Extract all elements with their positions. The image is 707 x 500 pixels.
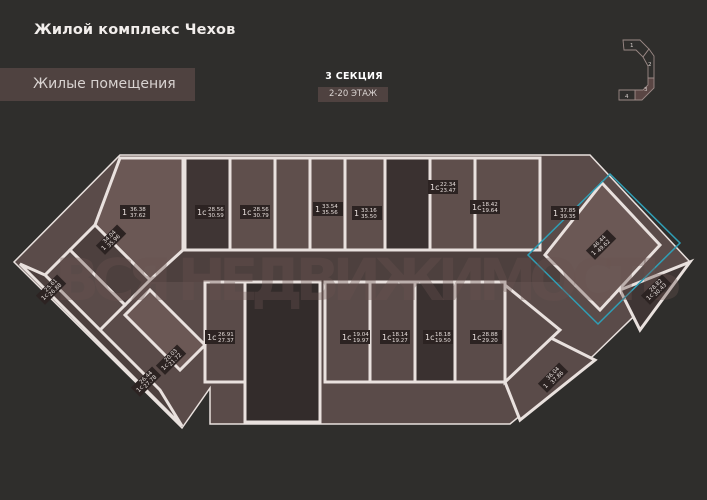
svg-text:1: 1 — [354, 209, 359, 218]
category-tab-residential[interactable]: Жилые помещения — [0, 68, 195, 101]
svg-text:30.59: 30.59 — [208, 213, 224, 219]
svg-text:1c: 1c — [160, 362, 170, 372]
svg-text:22.34: 22.34 — [440, 182, 456, 188]
svg-text:19.27: 19.27 — [392, 338, 408, 344]
top-apartments — [183, 156, 542, 252]
svg-text:37.62: 37.62 — [130, 213, 146, 219]
minimap-label-2: 2 — [648, 62, 652, 68]
apartment-a9[interactable] — [473, 156, 542, 252]
svg-text:1c: 1c — [425, 333, 435, 342]
label-a8: 1c 18.42 19.64 — [470, 200, 500, 214]
label-a17: 1c 28.88 29.20 — [470, 330, 502, 344]
apartment-a8[interactable] — [428, 156, 477, 252]
svg-text:1c: 1c — [472, 203, 482, 212]
watermark-text: ВСЯ НЕДВИЖИМОСТЬ — [55, 246, 685, 314]
svg-text:36.38: 36.38 — [130, 207, 146, 213]
apartment-a3[interactable] — [183, 156, 232, 252]
svg-text:1: 1 — [122, 208, 127, 217]
svg-text:35.50: 35.50 — [361, 214, 377, 220]
svg-text:39.35: 39.35 — [560, 214, 576, 220]
svg-text:1c: 1c — [197, 208, 207, 217]
svg-text:18.14: 18.14 — [392, 332, 408, 338]
label-a5: 1 33.54 35.56 — [313, 202, 343, 216]
svg-text:18.42: 18.42 — [482, 202, 498, 208]
svg-text:23.47: 23.47 — [440, 188, 456, 194]
svg-text:1c: 1c — [40, 292, 50, 302]
svg-text:28.56: 28.56 — [208, 207, 224, 213]
svg-text:19.50: 19.50 — [435, 338, 451, 344]
svg-text:1c: 1c — [242, 208, 252, 217]
floor-range-badge[interactable]: 2-20 ЭТАЖ — [318, 87, 388, 102]
svg-text:33.16: 33.16 — [361, 208, 377, 214]
minimap-label-1: 1 — [630, 43, 634, 49]
svg-text:26.91: 26.91 — [218, 332, 234, 338]
stairwell — [243, 280, 322, 424]
section-label: 3 СЕКЦИЯ — [325, 71, 383, 82]
svg-text:19.04: 19.04 — [353, 332, 369, 338]
label-a3: 1c 28.56 30.59 — [195, 205, 225, 219]
svg-text:1: 1 — [315, 205, 320, 214]
svg-text:30.79: 30.79 — [253, 213, 269, 219]
svg-text:28.88: 28.88 — [482, 332, 498, 338]
svg-text:1c: 1c — [342, 333, 352, 342]
complex-title: Жилой комплекс Чехов — [34, 22, 236, 38]
svg-text:37.85: 37.85 — [560, 208, 576, 214]
svg-text:28.56: 28.56 — [253, 207, 269, 213]
svg-text:1: 1 — [553, 209, 558, 218]
label-a14: 1c 19.04 19.97 — [340, 330, 370, 344]
minimap-label-4: 4 — [625, 94, 629, 100]
svg-text:1: 1 — [542, 382, 550, 390]
apartment-a12[interactable] — [122, 287, 208, 373]
svg-text:1c: 1c — [135, 384, 145, 394]
svg-text:1: 1 — [590, 249, 598, 257]
label-a13: 1c 26.91 27.37 — [205, 330, 235, 344]
svg-text:1c: 1c — [382, 333, 392, 342]
svg-text:19.97: 19.97 — [353, 338, 369, 344]
label-a16: 1c 18.18 19.50 — [423, 330, 453, 344]
minimap-label-3: 3 — [644, 87, 648, 93]
svg-text:1c: 1c — [472, 333, 482, 342]
svg-text:1: 1 — [100, 244, 108, 252]
bottom-apartments — [203, 280, 507, 424]
svg-text:29.20: 29.20 — [482, 338, 498, 344]
svg-text:19.64: 19.64 — [482, 208, 498, 214]
apartment-a6[interactable] — [343, 156, 387, 252]
corridor — [140, 250, 560, 282]
minimap-section-4[interactable] — [618, 89, 636, 101]
selected-apartment-highlight[interactable] — [526, 172, 682, 326]
svg-text:33.54: 33.54 — [322, 204, 338, 210]
apartment-a7[interactable] — [383, 156, 432, 252]
svg-text:35.56: 35.56 — [322, 210, 338, 216]
apartment-a4[interactable] — [228, 156, 277, 252]
svg-text:27.37: 27.37 — [218, 338, 234, 344]
apartment-a19[interactable] — [503, 281, 563, 386]
svg-text:1c: 1c — [207, 333, 217, 342]
label-a1: 1 36.38 37.62 — [120, 205, 150, 219]
svg-text:1c: 1c — [645, 292, 655, 302]
section-minimap: 1 2 3 4 — [618, 39, 655, 101]
label-a15: 1c 18.14 19.27 — [380, 330, 410, 344]
svg-text:1c: 1c — [430, 183, 440, 192]
label-a4: 1c 28.56 30.79 — [240, 205, 270, 219]
svg-text:18.18: 18.18 — [435, 332, 451, 338]
label-a9: 1 37.85 39.35 — [551, 206, 579, 220]
label-a7: 1c 22.34 23.47 — [428, 180, 458, 194]
label-a6: 1 33.16 35.50 — [352, 206, 382, 220]
